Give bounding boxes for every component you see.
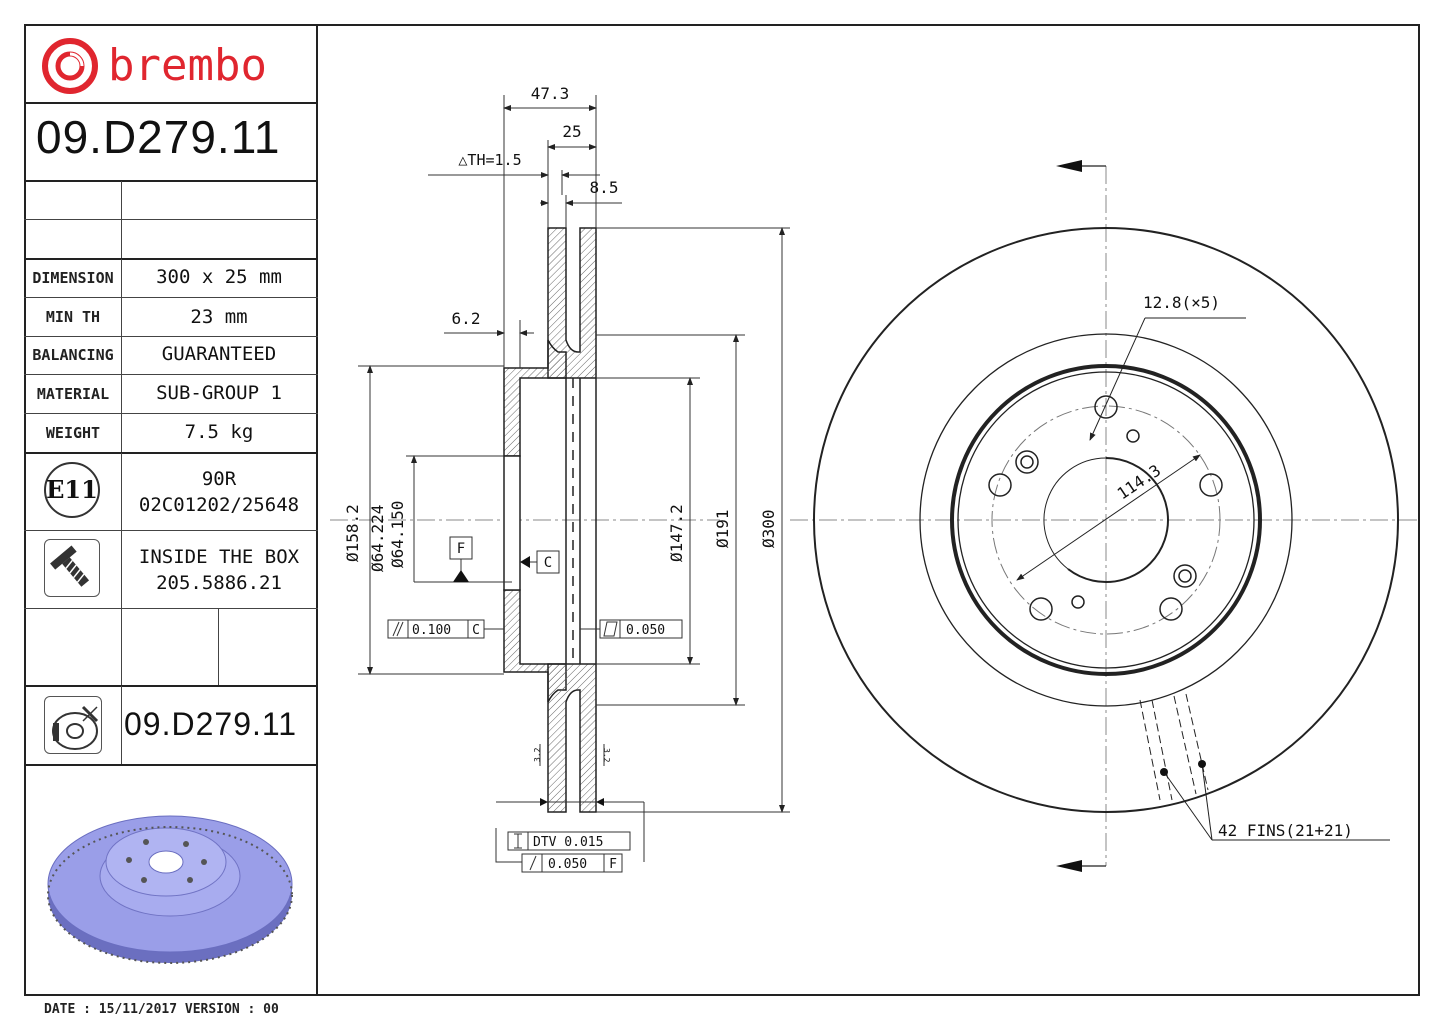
e11-approval-mark: E11: [44, 462, 100, 518]
dim-small-a: 3.2: [533, 747, 542, 762]
spec-label: DIMENSION: [32, 269, 114, 287]
disc-product-image: [44, 800, 296, 970]
front-view-labels: 12.8(×5) 114.3 42 FINS(21+21): [1114, 293, 1353, 840]
datum-markers: F C: [449, 536, 604, 806]
dim-offset: 8.5: [590, 178, 619, 197]
drawing-date-version: DATE : 15/11/2017 VERSION : 00: [44, 1002, 279, 1017]
spec-value: 23 mm: [190, 306, 248, 328]
divider: [24, 530, 318, 531]
cross-section-view: [330, 227, 720, 813]
disc-type-icon: [44, 696, 102, 754]
spec-label: BALANCING: [32, 346, 114, 364]
approval-number: 02C01202/25648: [138, 494, 300, 516]
spec-value: SUB-GROUP 1: [156, 382, 282, 404]
divider: [24, 102, 318, 104]
dim-d191: Ø191: [713, 509, 732, 548]
divider: [24, 374, 318, 375]
divider: [24, 258, 318, 260]
spec-label: MATERIAL: [36, 385, 110, 403]
divider: [24, 764, 318, 766]
part-number-small: 09.D279.11: [124, 706, 298, 742]
part-number-title: 09.D279.11: [36, 111, 281, 163]
divider: [121, 259, 122, 453]
runout-f-value: 0.050: [548, 857, 587, 872]
drawing-frame: [24, 24, 1420, 996]
dim-d147: Ø147.2: [667, 504, 686, 562]
divider: [24, 180, 318, 182]
kit-title: INSIDE THE BOX: [138, 546, 300, 568]
divider: [24, 297, 318, 298]
brand-name: brembo: [108, 40, 267, 91]
divider: [121, 453, 122, 685]
dim-d64150: Ø64.150: [388, 501, 407, 568]
spec-value: 7.5 kg: [184, 421, 254, 443]
runout-c-value: 0.100: [412, 623, 451, 638]
dim-d300: Ø300: [759, 509, 778, 548]
dim-d64224: Ø64.224: [368, 505, 387, 572]
divider: [24, 219, 318, 220]
dim-th-delta: △TH=1.5: [458, 151, 521, 169]
dim-thickness: 25: [562, 122, 581, 141]
datum-c-label: C: [544, 555, 552, 571]
brembo-logo-mark: brembo: [42, 38, 267, 94]
spec-value: GUARANTEED: [161, 343, 277, 365]
divider: [24, 452, 318, 454]
front-view: [790, 165, 1420, 867]
dimension-lines: [358, 95, 790, 863]
runout-f-datum: F: [609, 857, 617, 872]
spec-label: MIN TH: [45, 308, 101, 326]
divider: [218, 609, 219, 685]
runout-datum: C: [472, 623, 480, 638]
divider: [121, 181, 122, 259]
dtv-value: DTV 0.015: [533, 835, 603, 850]
dim-d158: Ø158.2: [343, 504, 362, 562]
brembo-logo: brembo: [36, 34, 306, 98]
front-view-fills: [1056, 160, 1206, 872]
hole-diameter-label: 12.8(×5): [1143, 293, 1220, 312]
tolerance-symbols: [392, 621, 618, 871]
section-dimension-labels: 47.3 25 △TH=1.5 8.5 6.2 Ø158.2 Ø64.224 Ø…: [343, 84, 778, 872]
spec-label: WEIGHT: [45, 424, 101, 442]
divider: [24, 336, 318, 337]
dim-total-width: 47.3: [531, 84, 570, 103]
divider: [24, 685, 318, 687]
divider: [24, 413, 318, 414]
approval-code: 90R: [201, 468, 237, 490]
kit-code: 205.5886.21: [156, 572, 282, 594]
dim-hat-wall: 6.2: [452, 309, 481, 328]
dim-small-b: 3.2: [602, 748, 611, 763]
screw-icon: [44, 539, 100, 597]
flatness-value: 0.050: [626, 623, 665, 638]
tolerance-frames: [387, 619, 683, 873]
spec-value: 300 x 25 mm: [156, 266, 282, 288]
approval-mark-text: E11: [46, 475, 98, 504]
fins-label: 42 FINS(21+21): [1218, 821, 1353, 840]
divider: [24, 608, 318, 609]
title-block: [24, 24, 318, 996]
divider: [121, 686, 122, 764]
datum-f-label: F: [457, 541, 465, 557]
